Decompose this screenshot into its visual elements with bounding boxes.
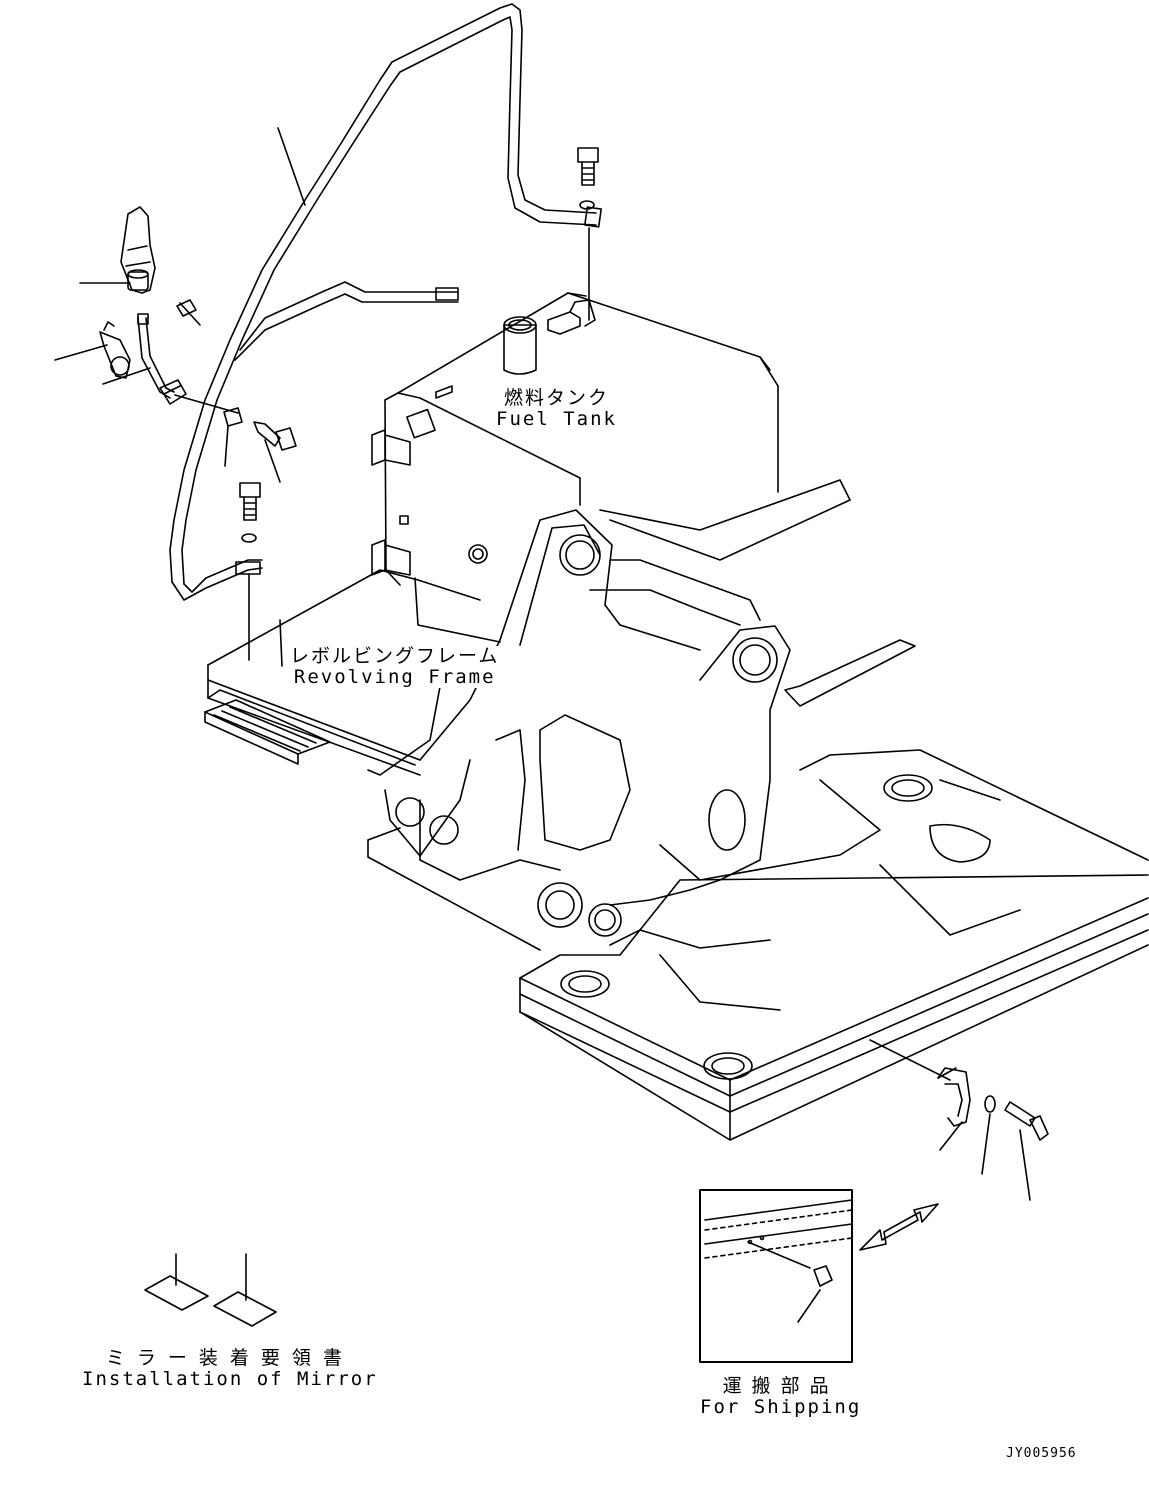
- fuel-tank-label-jp: 燃料タンク: [503, 387, 609, 409]
- shipping-label-jp: 運搬部品: [722, 1375, 839, 1397]
- handrail: [169, 3, 602, 601]
- shipping-parts: [869, 1039, 1049, 1201]
- mirror-installation-label: ミラー装着要領書 Installation of Mirror: [82, 1348, 378, 1390]
- drawing-code: JY005956: [1006, 1446, 1077, 1461]
- double-arrow: [859, 1203, 939, 1251]
- bolt-left: [239, 482, 261, 661]
- revolving-frame-label-jp: レボルビングフレーム: [290, 645, 500, 667]
- leader-lines: [54, 127, 306, 483]
- mirror-manual-symbol: [144, 1253, 277, 1327]
- revolving-frame: [204, 569, 1149, 1141]
- mirror-installation-label-jp: ミラー装着要領書: [105, 1347, 354, 1369]
- mirror-bracket: [99, 206, 297, 451]
- shipping-detail-inset: [699, 1189, 853, 1363]
- fuel-tank: [371, 292, 779, 586]
- bolt-upper: [577, 147, 599, 321]
- revolving-frame-label-en: Revolving Frame: [293, 665, 496, 688]
- mirror-installation-label-en: Installation of Mirror: [82, 1367, 378, 1390]
- shipping-label: 運搬部品 For Shipping: [700, 1375, 862, 1418]
- fuel-tank-label-en: Fuel Tank: [496, 407, 617, 430]
- fuel-tank-label: 燃料タンク Fuel Tank: [496, 388, 617, 430]
- boom-bracket: [384, 479, 916, 937]
- revolving-frame-label: レボルビングフレーム Revolving Frame: [290, 645, 500, 688]
- shipping-label-en: For Shipping: [700, 1395, 862, 1418]
